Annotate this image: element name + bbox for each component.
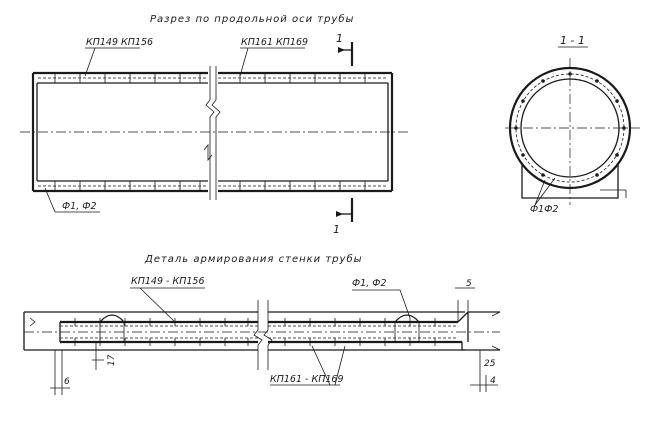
dimension-5: 5 xyxy=(455,279,475,322)
detail-title: Деталь армирования стенки трубы xyxy=(144,253,363,265)
wall-reinforcement-detail: Деталь армирования стенки трубы xyxy=(23,253,501,395)
dim-4-label: 4 xyxy=(490,376,496,386)
leader-kp149 xyxy=(84,47,140,77)
label-f1f2: Ф1, Ф2 xyxy=(62,201,96,212)
label-section-f1f2: Ф1Ф2 xyxy=(530,204,558,215)
dim-5-label: 5 xyxy=(466,279,472,289)
dimension-25: 25 xyxy=(476,349,500,375)
dimension-6: 6 xyxy=(50,350,70,395)
dimension-17: 17 xyxy=(92,342,117,370)
longitudinal-section-title: Разрез по продольной оси трубы xyxy=(150,13,354,25)
stirrup-ticks xyxy=(54,73,366,191)
detail-label-kp149-156: КП149 - КП156 xyxy=(131,276,205,287)
dimension-4: 4 xyxy=(470,375,498,392)
label-kp161-169: КП161 КП169 xyxy=(241,37,308,48)
leader-detail-kp161 xyxy=(270,345,346,386)
leader-f1f2 xyxy=(44,187,100,213)
section-cut-mark-top: 1 xyxy=(336,32,354,66)
cut-mark-bottom-label: 1 xyxy=(333,223,340,236)
dim-17-label: 17 xyxy=(107,354,117,366)
leader-kp161 xyxy=(239,47,305,77)
section-cut-mark-bottom: 1 xyxy=(333,198,354,236)
cross-section-1-1: 1 - 1 Ф1Ф2 xyxy=(505,34,640,215)
cut-mark-top-label: 1 xyxy=(336,32,343,45)
label-kp149-156: КП149 КП156 xyxy=(86,37,153,48)
dim-25-label: 25 xyxy=(484,359,496,369)
rebar-dots xyxy=(514,72,626,177)
cross-section-title: 1 - 1 xyxy=(560,34,585,47)
detail-label-f1f2: Ф1, Ф2 xyxy=(352,278,386,289)
break-mark xyxy=(203,66,221,200)
longitudinal-section: Разрез по продольной оси трубы xyxy=(20,13,408,236)
dim-6-label: 6 xyxy=(64,377,70,387)
detail-label-kp161-169: КП161 - КП169 xyxy=(270,374,344,385)
leader-detail-f1f2 xyxy=(352,289,411,319)
leader-section-f1f2 xyxy=(534,177,556,206)
leader-detail-kp149 xyxy=(130,287,205,323)
